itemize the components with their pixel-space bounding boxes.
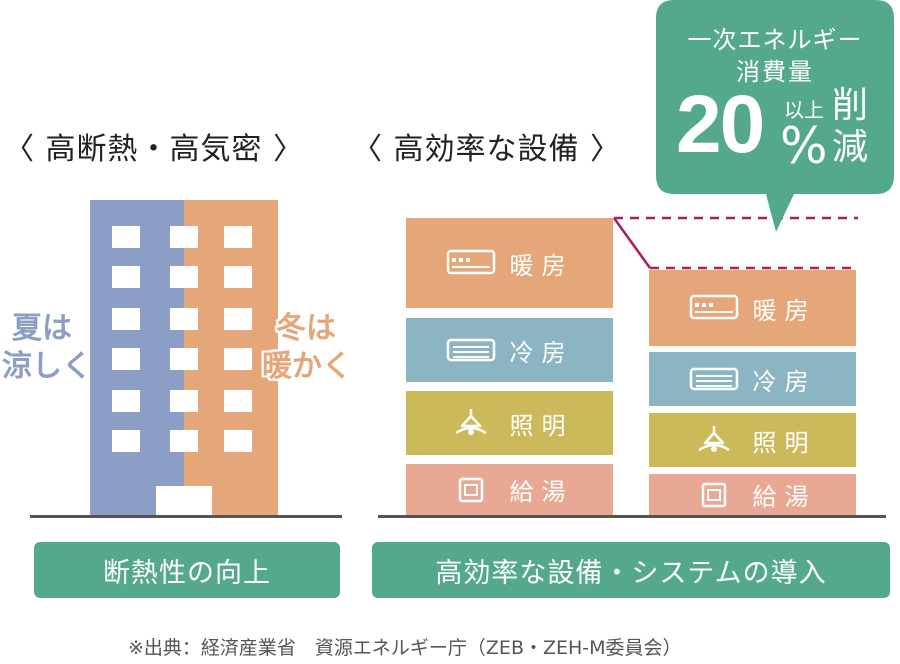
air-conditioner-icon	[689, 365, 739, 393]
after-cooling-label: 冷房	[752, 367, 817, 396]
heater-icon	[446, 249, 496, 277]
callout-percent: %	[780, 117, 828, 175]
before-lighting-block: 照明	[406, 391, 613, 455]
water-heater-icon	[446, 476, 496, 504]
before-cooling-label: 冷房	[509, 338, 574, 367]
before-lighting-label: 照明	[509, 411, 574, 440]
before-hotwater-block: 給湯	[406, 464, 613, 515]
cool-label-line1: 夏は	[12, 311, 72, 346]
before-heating-block: 暖房	[406, 218, 613, 308]
warm-label-line2: 暖かく	[262, 349, 352, 384]
building	[90, 200, 278, 516]
callout-number: 20	[676, 79, 765, 170]
callout-reduction-2: 減	[832, 127, 869, 168]
warm-label-line1: 冬は	[276, 311, 336, 346]
after-heating-label: 暖房	[752, 296, 817, 325]
reduction-indicator	[612, 216, 858, 270]
equipment-introduction-label: 高効率な設備・システムの導入	[372, 542, 890, 598]
after-heating-block: 暖房	[649, 270, 856, 346]
callout-reduction-1: 削	[832, 85, 869, 126]
lamp-icon	[446, 409, 496, 437]
heading-equipment: 〈 高効率な設備 〉	[352, 132, 622, 167]
insulation-improvement-label: 断熱性の向上	[34, 542, 340, 598]
after-lighting-block: 照明	[649, 413, 856, 467]
building-door	[156, 486, 212, 516]
air-conditioner-icon	[446, 336, 496, 364]
reduction-callout: 一次エネルギー 消費量 20 以上 % 削 減	[656, 0, 894, 232]
after-hotwater-block: 給湯	[649, 474, 856, 515]
callout-small: 以上	[784, 98, 824, 122]
water-heater-icon	[689, 481, 739, 509]
callout-line2: 消費量	[736, 58, 814, 86]
before-hotwater-label: 給湯	[509, 478, 574, 506]
cool-label-line2: 涼しく	[2, 349, 92, 384]
lamp-icon	[689, 426, 739, 454]
before-heating-label: 暖房	[509, 251, 574, 280]
ground-line-right	[378, 515, 886, 518]
callout-bubble-shape	[656, 0, 894, 232]
after-hotwater-label: 給湯	[752, 483, 817, 511]
callout-line1: 一次エネルギー	[687, 26, 863, 54]
source-footnote: ※出典：経済産業省 資源エネルギー庁（ZEB・ZEH-M委員会）	[128, 637, 682, 659]
ground-line-left	[30, 515, 342, 518]
heater-icon	[689, 294, 739, 322]
before-cooling-block: 冷房	[406, 318, 613, 382]
after-lighting-label: 照明	[752, 428, 817, 457]
heading-insulation: 〈 高断熱・高気密 〉	[4, 132, 305, 167]
after-cooling-block: 冷房	[649, 352, 856, 406]
